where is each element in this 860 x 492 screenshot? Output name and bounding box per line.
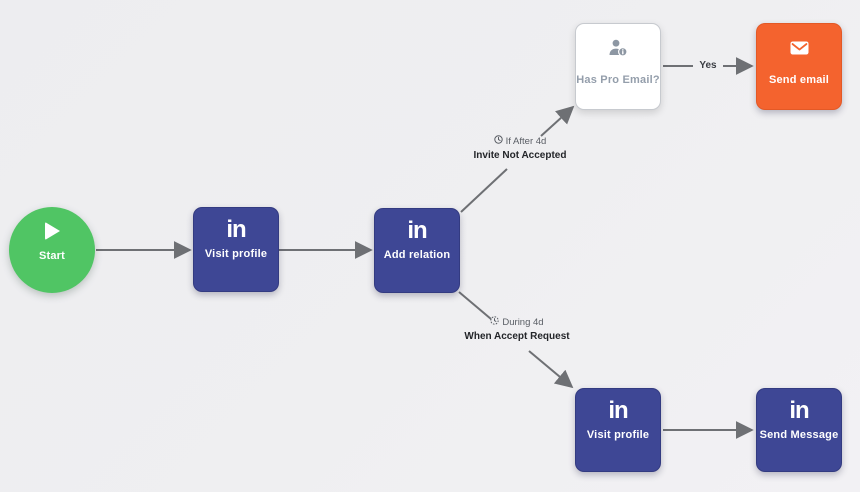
linkedin-icon: in [226, 216, 246, 243]
node-send-message-label: Send Message [759, 429, 839, 441]
node-has-pro-email-label: Has Pro Email? [576, 74, 660, 86]
node-send-email-label: Send email [768, 74, 830, 86]
linkedin-icon: in [407, 217, 427, 244]
envelope-icon [790, 35, 809, 61]
lower-branch-event: When Accept Request [464, 331, 570, 342]
node-start[interactable]: Start [9, 207, 95, 293]
node-visit-profile-2[interactable]: in Visit profile [575, 388, 661, 472]
edge-add-relation-to-has-pro-email-b [540, 105, 575, 137]
clock-icon [493, 135, 503, 149]
edge-add-relation-to-visit-profile2-a [458, 291, 492, 320]
lower-branch-condition: During 4d [502, 317, 544, 328]
edge-add-relation-to-has-pro-email-a [460, 168, 508, 213]
node-visit-profile-1-label: Visit profile [204, 248, 268, 260]
lower-branch-label: During 4d When Accept Request [455, 316, 579, 344]
node-has-pro-email[interactable]: Has Pro Email? [575, 23, 661, 110]
person-info-icon [606, 35, 630, 61]
node-send-message[interactable]: in Send Message [756, 388, 842, 472]
node-visit-profile-1[interactable]: in Visit profile [193, 207, 279, 292]
linkedin-icon: in [608, 397, 628, 424]
yes-edge-label: Yes [699, 60, 717, 71]
play-icon [44, 222, 60, 240]
edge-add-relation-to-visit-profile2-b [528, 350, 574, 389]
node-visit-profile-2-label: Visit profile [586, 429, 650, 441]
upper-branch-condition: If After 4d [505, 136, 547, 147]
clock-dashed-icon [490, 316, 500, 330]
node-add-relation[interactable]: in Add relation [374, 208, 460, 293]
node-add-relation-label: Add relation [383, 249, 451, 261]
upper-branch-event: Invite Not Accepted [473, 150, 567, 161]
linkedin-icon: in [789, 397, 809, 424]
upper-branch-label: If After 4d Invite Not Accepted [460, 135, 580, 163]
node-start-label: Start [38, 250, 66, 262]
node-send-email[interactable]: Send email [756, 23, 842, 110]
